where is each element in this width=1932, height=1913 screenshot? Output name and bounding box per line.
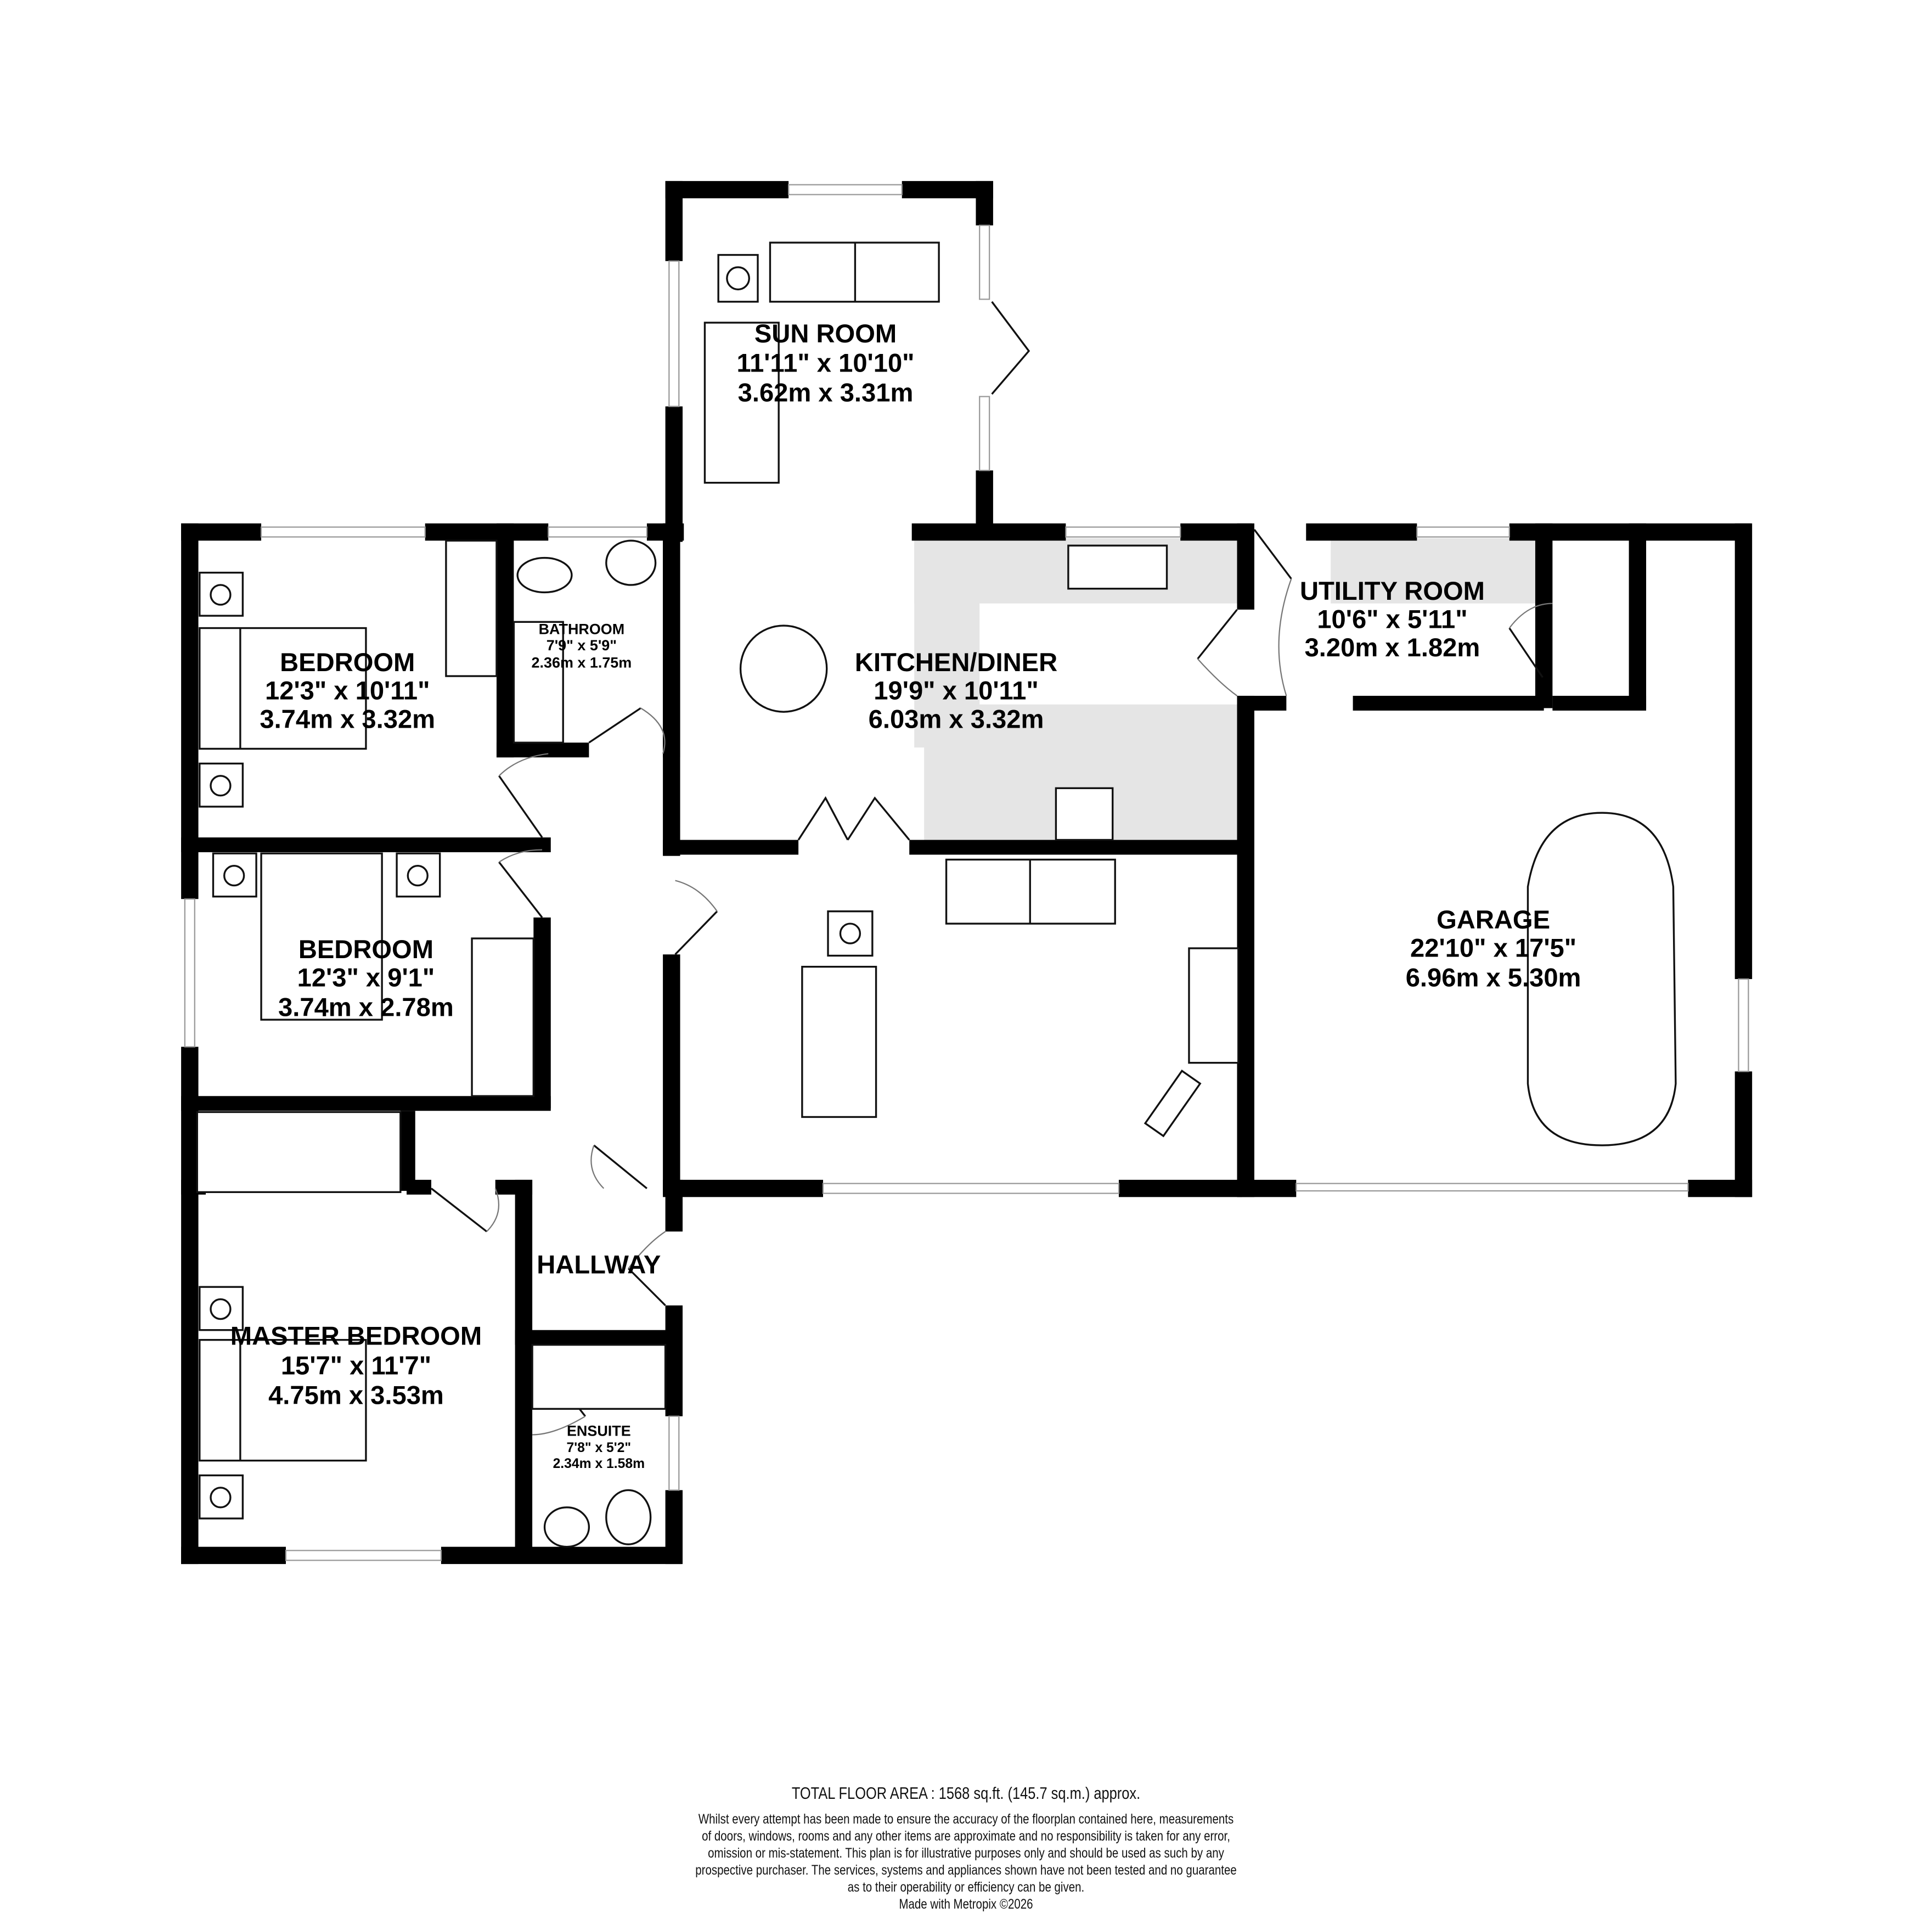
disclaimer-line: as to their operability or efficiency ca… [847, 1880, 1085, 1895]
room-name: BEDROOM [280, 648, 415, 677]
room-dims-metric: 2.34m x 1.58m [553, 1456, 645, 1471]
room-name: SUN ROOM [754, 319, 897, 348]
room-name: UTILITY ROOM [1300, 576, 1485, 605]
room-dims-metric: 6.03m x 3.32m [869, 704, 1044, 733]
room-name: HALLWAY [537, 1250, 661, 1279]
disclaimer-line: Whilst every attempt has been made to en… [698, 1811, 1234, 1827]
room-name: MASTER BEDROOM [230, 1321, 482, 1351]
room-name: ENSUITE [567, 1423, 631, 1439]
room-dims-imperial: 10'6" x 5'11" [1317, 605, 1467, 634]
room-dims-metric: 3.74m x 2.78m [278, 992, 454, 1021]
credit: Made with Metropix ©2026 [899, 1897, 1033, 1912]
room-dims-imperial: 12'3" x 10'11" [265, 676, 430, 705]
room-dims-imperial: 7'8" x 5'2" [567, 1441, 632, 1455]
label-kitchen-diner: KITCHEN/DINER 19'9" x 10'11" 6.03m x 3.3… [855, 648, 1057, 733]
disclaimer-line: omission or mis-statement. This plan is … [708, 1846, 1224, 1861]
total-floor-area: TOTAL FLOOR AREA : 1568 sq.ft. (145.7 sq… [791, 1783, 1141, 1803]
disclaimer-line: prospective purchaser. The services, sys… [695, 1863, 1237, 1878]
room-dims-imperial: 11'11" x 10'10" [736, 348, 914, 378]
room-dims-metric: 3.20m x 1.82m [1305, 633, 1480, 662]
room-dims-imperial: 19'9" x 10'11" [874, 676, 1038, 705]
label-utility-room: UTILITY ROOM 10'6" x 5'11" 3.20m x 1.82m [1300, 576, 1485, 662]
room-dims-metric: 6.96m x 5.30m [1406, 963, 1581, 992]
label-master-bedroom: MASTER BEDROOM 15'7" x 11'7" 4.75m x 3.5… [230, 1321, 482, 1410]
room-name: GARAGE [1437, 905, 1550, 934]
label-bathroom: BATHROOM 7'9" x 5'9" 2.36m x 1.75m [532, 621, 632, 671]
furniture [196, 241, 1677, 1548]
label-hallway: HALLWAY [537, 1250, 661, 1279]
room-labels: SUN ROOM 11'11" x 10'10" 3.62m x 3.31m B… [230, 319, 1581, 1471]
room-dims-metric: 3.74m x 3.32m [260, 704, 435, 733]
room-dims-metric: 2.36m x 1.75m [532, 654, 632, 671]
disclaimer-line: of doors, windows, rooms and any other i… [702, 1828, 1230, 1844]
label-ensuite: ENSUITE 7'8" x 5'2" 2.34m x 1.58m [553, 1423, 645, 1471]
windows [184, 184, 1749, 1561]
label-bedroom-1: BEDROOM 12'3" x 10'11" 3.74m x 3.32m [260, 648, 435, 733]
room-name: KITCHEN/DINER [855, 648, 1057, 677]
label-garage: GARAGE 22'10" x 17'5" 6.96m x 5.30m [1406, 905, 1581, 992]
kitchen-counters [914, 538, 1540, 843]
room-dims-imperial: 7'9" x 5'9" [547, 637, 617, 654]
disclaimer: Whilst every attempt has been made to en… [174, 1811, 1758, 1913]
room-dims-imperial: 15'7" x 11'7" [281, 1351, 431, 1380]
walls [181, 181, 1753, 1565]
label-sun-room: SUN ROOM 11'11" x 10'10" 3.62m x 3.31m [736, 319, 914, 407]
label-bedroom-2: BEDROOM 12'3" x 9'1" 3.74m x 2.78m [278, 935, 454, 1021]
room-dims-imperial: 22'10" x 17'5" [1410, 933, 1576, 963]
room-name: BEDROOM [298, 935, 433, 964]
room-dims-metric: 4.75m x 3.53m [268, 1380, 444, 1409]
room-name: BATHROOM [539, 621, 625, 638]
room-dims-imperial: 12'3" x 9'1" [297, 963, 435, 992]
room-dims-metric: 3.62m x 3.31m [738, 378, 914, 407]
